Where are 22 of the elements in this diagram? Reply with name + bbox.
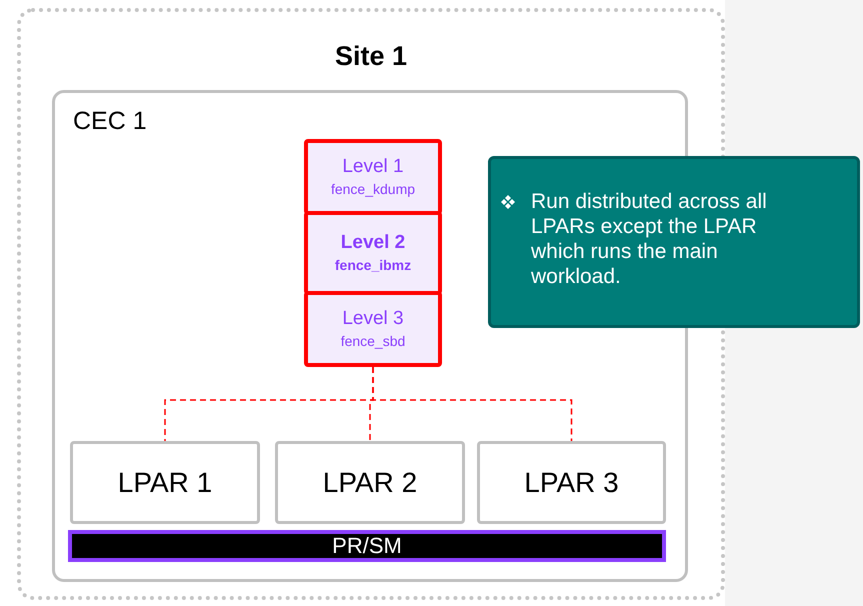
hypervisor-label: PR/SM [332,534,402,558]
hypervisor-bar [68,530,666,562]
lpar-box [70,441,260,524]
fence-level-box [304,139,442,215]
lpar-box [477,441,666,524]
site-title: Site 1 [334,40,408,73]
note-box [488,156,860,328]
lpar-label: LPAR 2 [322,466,418,500]
fence-level-box [304,211,442,295]
fence-level-box [304,291,442,367]
lpar-label: LPAR 3 [524,466,619,500]
level-label: Level 1 [342,155,404,179]
fence-agent-name: fence_kdump [330,180,416,199]
level-label: Level 3 [342,307,404,331]
fence-agent-name: fence_sbd [340,332,406,351]
lpar-box [275,441,465,524]
level-label: Level 2 [340,231,406,255]
lpar-label: LPAR 1 [118,466,212,500]
cec-label: CEC 1 [73,106,147,137]
connector-line [372,367,572,441]
note-text: Run distributed across all LPARs except the LPAR which runs the main workload. [531,189,768,289]
fence-agent-name: fence_ibmz [334,256,412,275]
